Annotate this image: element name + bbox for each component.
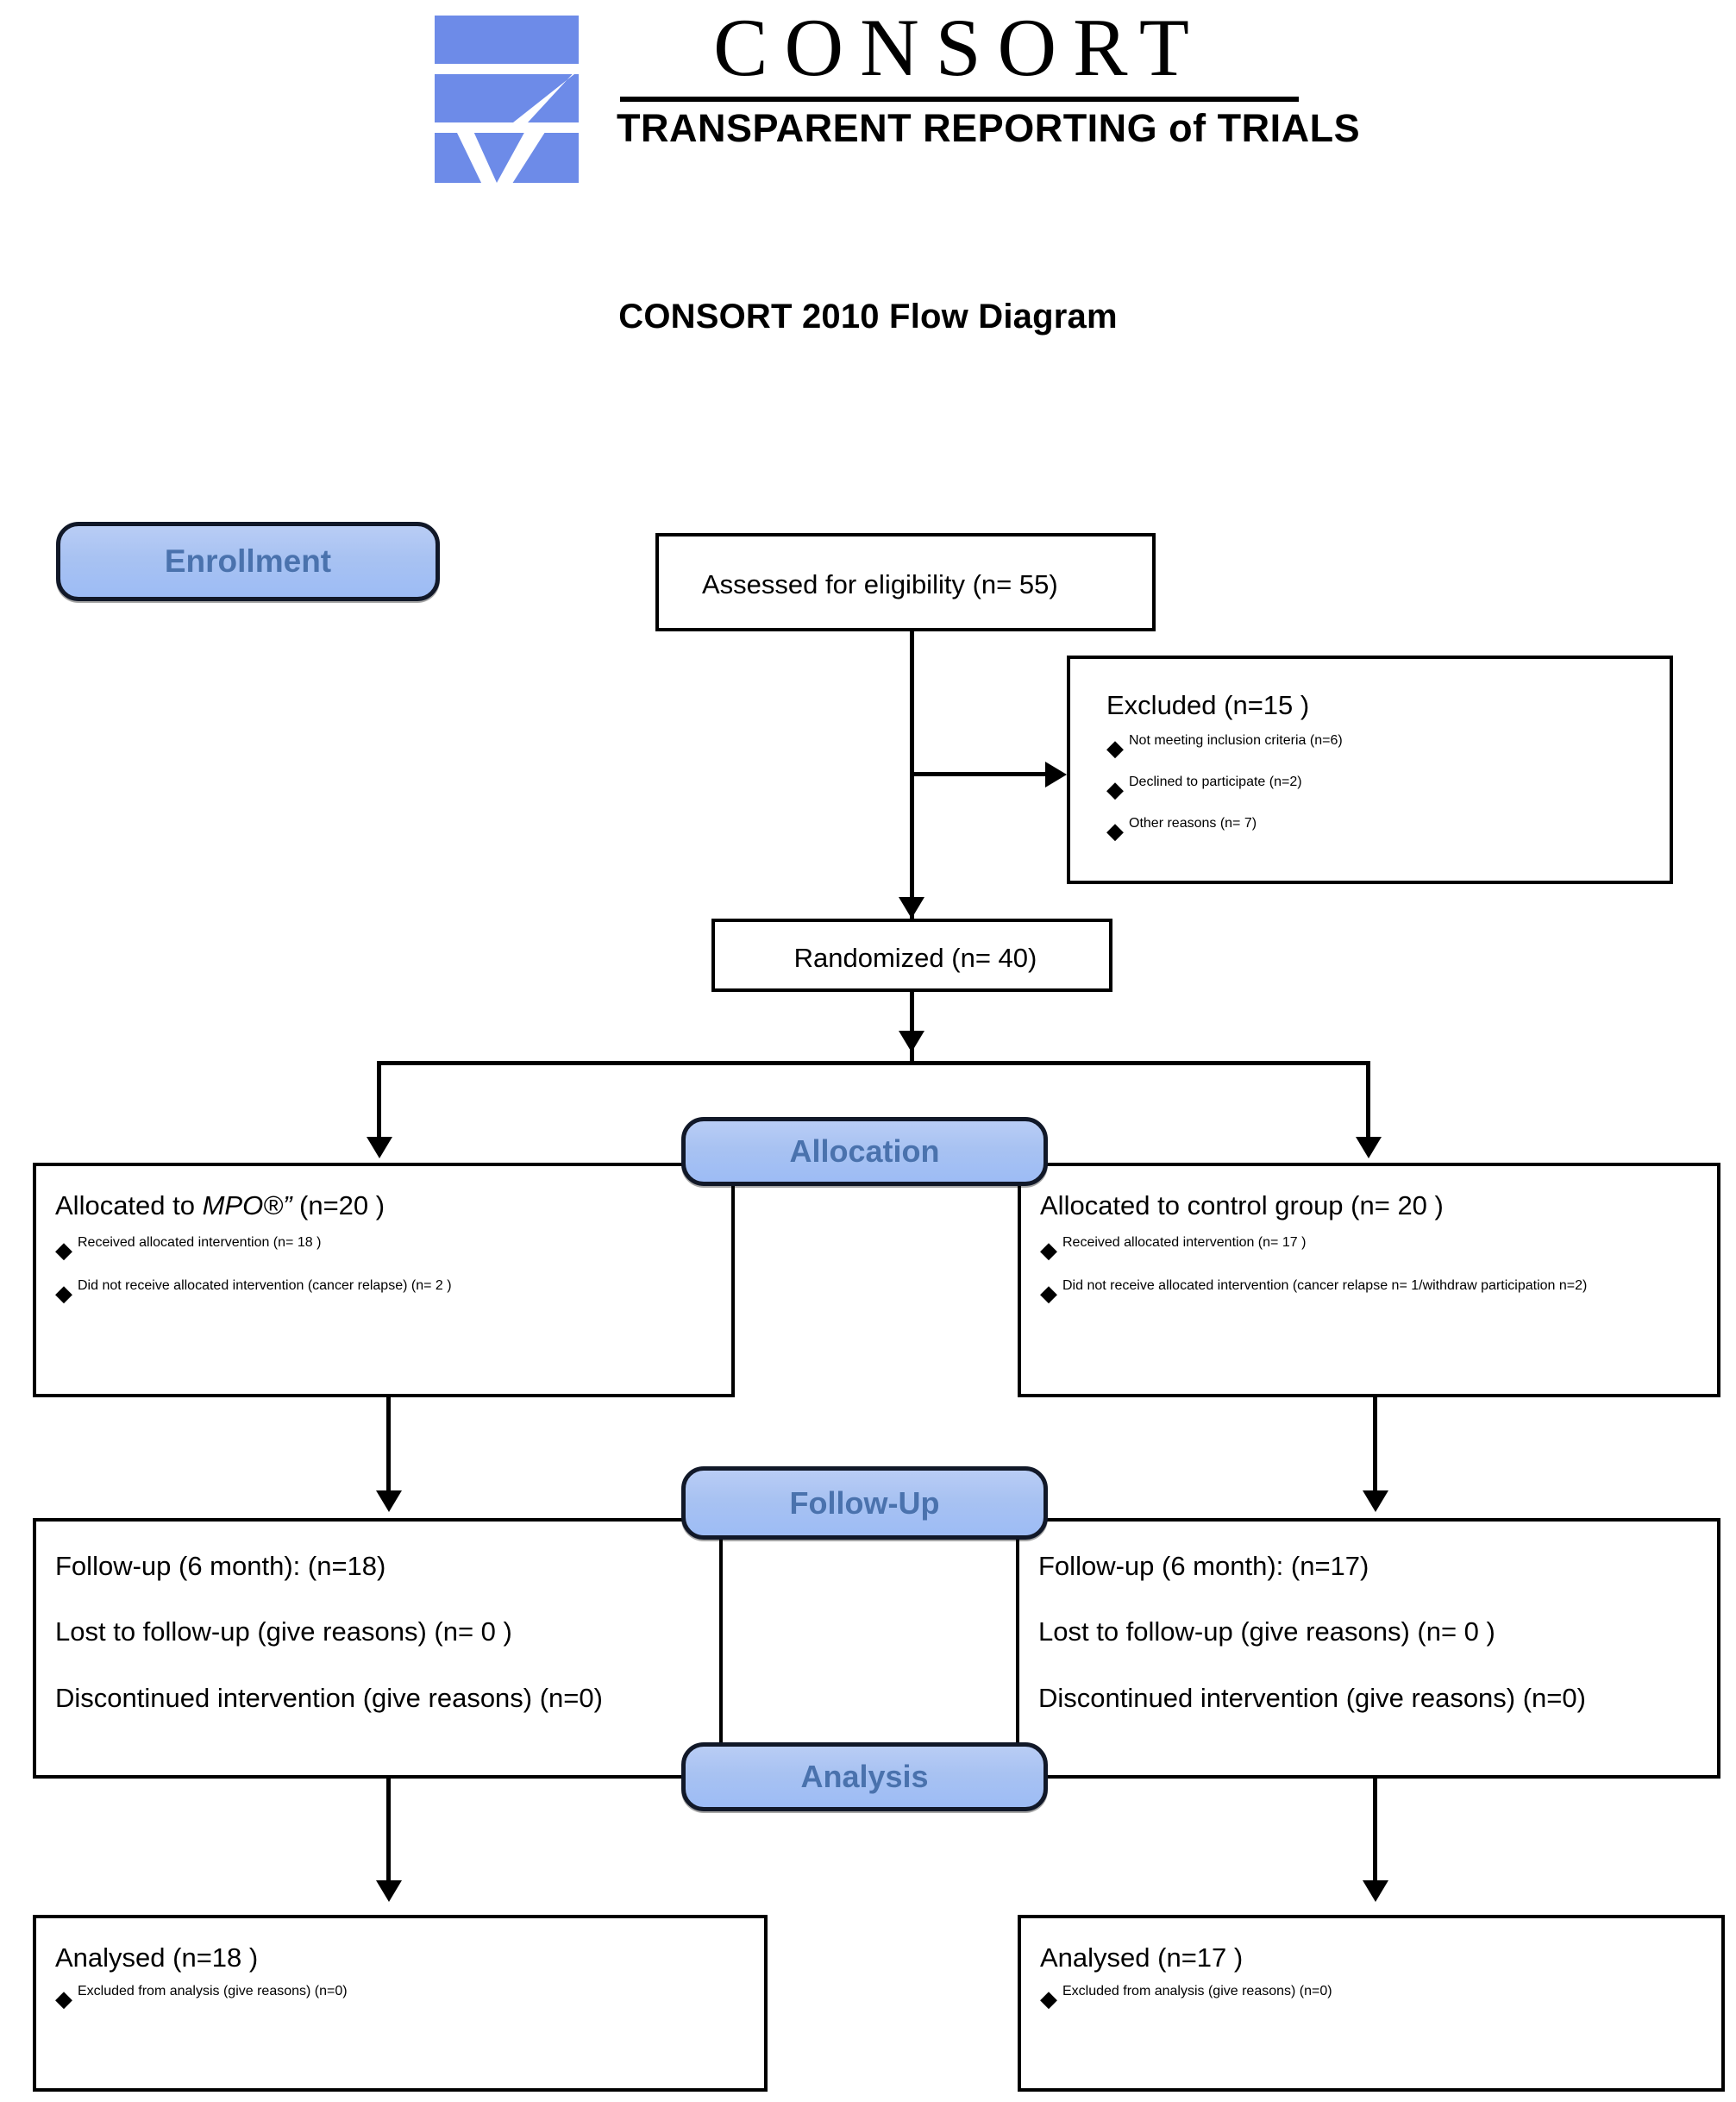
consort-logo-text: CONSORT TRANSPARENT REPORTING of TRIALS	[617, 2, 1361, 192]
followup-left-line: Lost to follow-up (give reasons) (n= 0 )	[55, 1616, 512, 1647]
box-analysed-intervention: Analysed (n=18 ) ◆ Excluded from analysi…	[33, 1915, 768, 2092]
arrow-to-followup-right	[1363, 1490, 1388, 1512]
badge-followup: Follow-Up	[681, 1466, 1048, 1540]
connector-followup-left-down	[386, 1779, 391, 1889]
box-excluded: Excluded (n=15 ) ◆ Not meeting inclusion…	[1067, 656, 1673, 884]
box-allocation-control: Allocated to control group (n= 20 ) ◆ Re…	[1018, 1163, 1720, 1397]
excluded-item-label: Other reasons (n= 7)	[1129, 816, 1257, 831]
allocation-right-item: ◆ Received allocated intervention (n= 17…	[1040, 1235, 1706, 1266]
followup-left-line: Discontinued intervention (give reasons)…	[55, 1682, 603, 1713]
box-assessed-for-eligibility: Assessed for eligibility (n= 55)	[655, 533, 1156, 631]
badge-allocation: Allocation	[681, 1117, 1048, 1186]
diamond-bullet-icon: ◆	[55, 1280, 72, 1307]
allocation-left-title: Allocated to MPO®” (n=20 )	[55, 1189, 719, 1223]
arrow-to-allocation-right	[1356, 1137, 1382, 1158]
badge-followup-label: Follow-Up	[789, 1484, 940, 1521]
allocation-left-title-product: MPO®”	[202, 1190, 292, 1220]
arrow-to-analysed-right	[1363, 1880, 1388, 1902]
analysed-left-title: Analysed (n=18 )	[55, 1942, 259, 1973]
connector-randomized-stem	[910, 992, 914, 1063]
followup-right-line: Lost to follow-up (give reasons) (n= 0 )	[1038, 1616, 1495, 1647]
followup-right-line: Follow-up (6 month): (n=17)	[1038, 1551, 1369, 1581]
excluded-title: Excluded (n=15 )	[1106, 690, 1310, 720]
diamond-bullet-icon: ◆	[1106, 818, 1124, 844]
allocation-left-item: ◆ Did not receive allocated intervention…	[55, 1278, 719, 1309]
page-title: CONSORT 2010 Flow Diagram	[618, 298, 1118, 336]
diamond-bullet-icon: ◆	[1040, 1986, 1057, 2012]
connector-followup-right-down	[1373, 1779, 1377, 1889]
allocation-left-item-label: Did not receive allocated intervention (…	[78, 1278, 452, 1294]
analysed-right-item: ◆ Excluded from analysis (give reasons) …	[1040, 1984, 1708, 2015]
allocation-left-item-label: Received allocated intervention (n= 18 )	[78, 1235, 322, 1251]
consort-wordmark: CONSORT	[713, 2, 1206, 93]
diamond-bullet-icon: ◆	[55, 1986, 72, 2012]
consort-logo: CONSORT TRANSPARENT REPORTING of TRIALS	[431, 2, 1361, 197]
allocation-right-item: ◆ Did not receive allocated intervention…	[1040, 1278, 1706, 1309]
excluded-item: ◆ Declined to participate (n=2)	[1106, 775, 1658, 806]
logo-divider	[620, 97, 1299, 102]
analysed-right-item-label: Excluded from analysis (give reasons) (n…	[1062, 1984, 1332, 1999]
diamond-bullet-icon: ◆	[1040, 1237, 1057, 1264]
excluded-item: ◆ Not meeting inclusion criteria (n=6)	[1106, 733, 1658, 764]
connector-allocation-left-down	[386, 1397, 391, 1499]
excluded-item: ◆ Other reasons (n= 7)	[1106, 816, 1658, 847]
connector-to-excluded	[910, 772, 1048, 776]
allocation-right-item-label: Did not receive allocated intervention (…	[1062, 1278, 1588, 1294]
arrow-split-down	[899, 1031, 924, 1052]
allocation-left-item: ◆ Received allocated intervention (n= 18…	[55, 1235, 719, 1266]
box-followup-control: Follow-up (6 month): (n=17) Lost to foll…	[1016, 1518, 1720, 1779]
excluded-item-label: Declined to participate (n=2)	[1129, 775, 1302, 790]
diamond-bullet-icon: ◆	[1040, 1280, 1057, 1307]
badge-analysis: Analysis	[681, 1742, 1048, 1811]
badge-enrollment: Enrollment	[56, 522, 440, 601]
followup-left-line: Follow-up (6 month): (n=18)	[55, 1551, 386, 1581]
allocation-left-title-suffix: (n=20 )	[291, 1190, 385, 1220]
analysed-right-title: Analysed (n=17 )	[1040, 1942, 1244, 1973]
connector-split-right	[1366, 1061, 1370, 1143]
randomized-text: Randomized (n= 40)	[793, 943, 1037, 973]
connector-split-bus	[377, 1061, 1370, 1065]
diamond-bullet-icon: ◆	[1106, 776, 1124, 803]
box-allocation-intervention: Allocated to MPO®” (n=20 ) ◆ Received al…	[33, 1163, 735, 1397]
box-randomized: Randomized (n= 40)	[711, 919, 1112, 992]
arrow-to-followup-left	[376, 1490, 402, 1512]
arrow-to-allocation-left	[367, 1137, 392, 1158]
diamond-bullet-icon: ◆	[55, 1237, 72, 1264]
arrow-to-analysed-left	[376, 1880, 402, 1902]
badge-enrollment-label: Enrollment	[164, 543, 332, 579]
badge-analysis-label: Analysis	[800, 1759, 929, 1794]
assessed-text: Assessed for eligibility (n= 55)	[702, 569, 1058, 599]
connector-split-left	[377, 1061, 381, 1143]
allocation-left-title-prefix: Allocated to	[55, 1190, 203, 1220]
consort-logo-mark	[431, 14, 582, 186]
consort-tagline: TRANSPARENT REPORTING of TRIALS	[617, 106, 1361, 150]
analysed-left-item: ◆ Excluded from analysis (give reasons) …	[55, 1984, 749, 2015]
allocation-right-title: Allocated to control group (n= 20 )	[1040, 1190, 1444, 1220]
connector-allocation-right-down	[1373, 1397, 1377, 1499]
arrow-to-excluded	[1045, 762, 1067, 787]
box-followup-intervention: Follow-up (6 month): (n=18) Lost to foll…	[33, 1518, 723, 1779]
diamond-bullet-icon: ◆	[1106, 735, 1124, 762]
badge-allocation-label: Allocation	[789, 1133, 940, 1169]
followup-right-line: Discontinued intervention (give reasons)…	[1038, 1682, 1586, 1713]
box-analysed-control: Analysed (n=17 ) ◆ Excluded from analysi…	[1018, 1915, 1725, 2092]
allocation-right-item-label: Received allocated intervention (n= 17 )	[1062, 1235, 1307, 1251]
arrow-to-randomized	[899, 897, 924, 919]
analysed-left-item-label: Excluded from analysis (give reasons) (n…	[78, 1984, 348, 1999]
excluded-item-label: Not meeting inclusion criteria (n=6)	[1129, 733, 1343, 749]
